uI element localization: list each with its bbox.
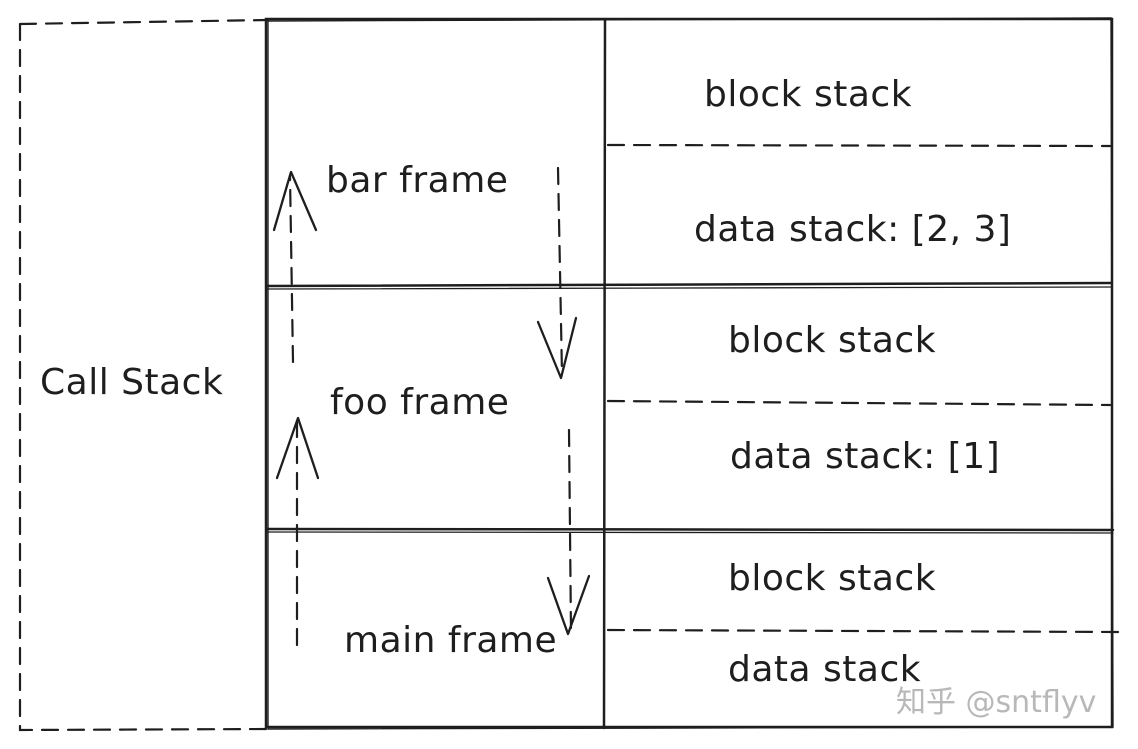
call-stack-label: Call Stack: [40, 362, 223, 403]
frame-divider-2: [265, 527, 1115, 532]
foo-stack-divider: [606, 399, 1112, 407]
bar-data-stack-label: data stack: [2, 3]: [694, 209, 1011, 250]
bar-stack-divider: [606, 143, 1112, 148]
down-arrow-head-1: [536, 316, 578, 380]
column-divider: [602, 18, 607, 730]
down-arrow-head-2: [546, 574, 591, 636]
bar-block-stack-label: block stack: [704, 74, 912, 115]
watermark: 知乎 @sntflyv: [896, 685, 1096, 720]
main-frame-label: main frame: [344, 620, 557, 661]
foo-data-stack-label: data stack: [1]: [730, 436, 1000, 477]
frame-divider-1: [265, 281, 1113, 288]
frame-divider-2-sketch: [266, 531, 1114, 534]
call-stack-boundary: [18, 18, 270, 732]
frames-table-outline-sketch: [267, 17, 1114, 730]
foo-block-stack-label: block stack: [728, 320, 936, 361]
down-arrow-shaft-2: [567, 428, 573, 634]
up-arrow-head-2: [275, 416, 320, 480]
bar-frame-label: bar frame: [326, 160, 508, 201]
foo-frame-label: foo frame: [330, 382, 509, 423]
main-block-stack-label: block stack: [728, 558, 936, 599]
up-arrow-shaft-1: [288, 174, 295, 364]
main-data-stack-label: data stack: [728, 649, 921, 690]
frame-divider-1-sketch: [266, 286, 1112, 290]
down-arrow-shaft-1: [556, 166, 564, 376]
main-stack-divider: [606, 628, 1122, 634]
up-arrow-head-1: [272, 170, 318, 232]
